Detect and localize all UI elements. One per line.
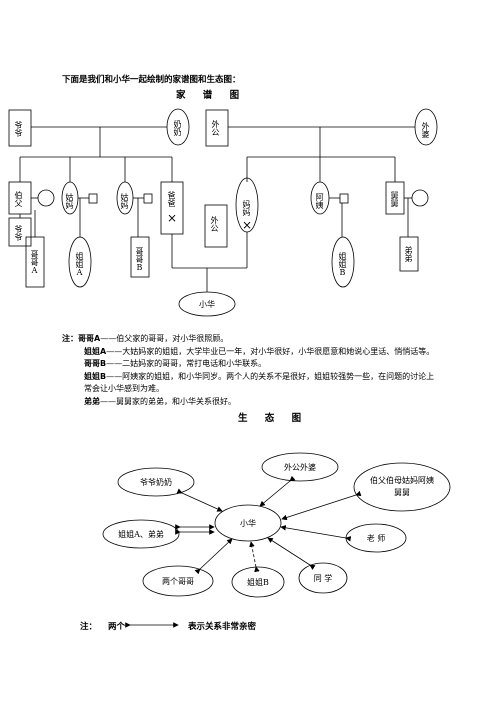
aunt-gu1-husband [88,193,98,204]
note-term: 弟弟 [84,396,100,406]
note-item: 哥哥B——二姑妈家的哥哥，常打电话和小华联系。 [62,358,442,371]
aunt-gu2-husband [143,193,153,204]
grandpa-left-box [8,217,32,247]
ecomap-legend-text: 表示关系非常亲密 [187,622,256,632]
eco-teacher-label: 老 师 [366,534,386,543]
maternal-grandpa-mid-box [204,204,228,248]
eco-maternal-ellipse [261,452,339,482]
xiaohua-ellipse [178,291,236,317]
uncle-bo-spouse [37,189,55,207]
grandma-label: 奶奶 [173,120,182,136]
ecomap-legend-label: 注： [80,622,98,632]
sister-a-label: 姐姐A [75,251,84,277]
cousin-a-box [25,236,45,288]
note-text: ——二姑妈家的哥哥，常打电话和小华联系。 [106,359,267,368]
note-item: 注：哥哥A——伯父家的哥哥，对小华很照顾。 [62,333,442,346]
eco-brothers-ellipse [142,565,214,597]
uncle-bo-label: 伯父 [14,191,23,207]
sister-a-ellipse [68,236,92,288]
aunt-yi-label: 阿姨 [315,193,324,209]
eco-grandparents-ellipse [117,467,195,497]
notes-section: 注：哥哥A——伯父家的哥哥，对小华很照顾。 姐姐A——大姑妈家的姐姐，大学毕业已… [62,333,442,408]
eco-classmates-ellipse [298,562,348,594]
grandpa-left-label: 爷爷 [14,225,23,241]
eco-grandparents-label: 爷爷奶奶 [140,478,172,487]
note-item: 姐姐B——阿姨家的姐姐，和小华同岁。两个人的关系不是很好，姐姐较强势一些，在问题… [62,371,442,396]
mother-label: 妈妈 [242,200,251,216]
grandpa-label: 爷爷 [14,121,23,137]
family-tree-title: 家 谱 图 [176,90,247,101]
note-text: ——阿姨家的姐姐，和小华同岁。两个人的关系不是很好，姐姐较强势一些，在问题的讨论… [84,371,435,394]
aunt-yi-husband [339,193,349,204]
maternal-grandpa-label: 外公 [211,120,220,136]
eco-center-ellipse [214,504,282,542]
note-item: 姐姐A——大姑妈家的姐姐，大学毕业已一年，对小华很好，小华很愿意和她说心里话、悄… [62,346,442,359]
father-deceased-mark: × [166,211,178,225]
note-term: 姐姐B [84,371,107,381]
note-term: 哥哥A [78,334,101,343]
aunt-gu1-label: 姑妈 [65,193,74,209]
cousin-b-box [130,236,150,278]
eco-relatives-ellipse [353,462,451,512]
eco-sisterb-label: 姐姐B [247,578,269,587]
notes-label: 注： [62,334,78,343]
note-item: 弟弟——舅舅家的弟弟，和小华关系很好。 [62,396,442,409]
eco-maternal-label: 外公外婆 [284,463,316,472]
uncle-jiu-wife [411,189,429,207]
eco-relatives-label: 伯父伯母姑妈阿姨舅舅 [370,476,434,497]
note-term: 姐姐A [84,346,107,356]
note-term: 哥哥B [84,359,107,368]
eco-sister-label: 姐姐A、弟弟 [118,530,164,539]
grandpa-box [8,109,32,147]
note-text: ——舅舅家的弟弟，和小华关系很好。 [100,396,236,406]
ecomap-legend-subject: 两个 [107,622,125,632]
sister-b-label: 姐姐B [338,251,347,277]
cousin-b-label: 哥哥B [135,246,144,272]
maternal-grandma-label: 外婆 [421,122,430,138]
father-label: 爸爸 [167,191,176,207]
uncle-jiu-label: 舅舅 [390,191,399,207]
xiaohua-label: 小华 [199,300,215,309]
cousin-a-label: 哥哥A [30,249,39,275]
maternal-grandpa-box [205,109,229,147]
maternal-grandpa-mid-label: 外公 [210,216,219,232]
intro-text: 下面是我们和小华一起绘制的家谱图和生态图： [62,75,241,85]
eco-brothers-label: 两个哥哥 [162,577,194,586]
eco-center-label: 小华 [240,519,256,528]
note-text: ——大姑妈家的姐姐，大学毕业已一年，对小华很好，小华很愿意和她说心里话、悄悄话等… [106,346,435,356]
note-text: ——伯父家的哥哥，对小华很照顾。 [100,334,229,343]
sister-b-ellipse [331,236,355,288]
younger-brother-label: 弟弟 [404,246,413,262]
mother-deceased-mark: × [241,218,253,232]
ecomap-title: 生 态 图 [238,413,309,424]
ecomap-legend: 注： 两个 表示关系非常亲密 [80,620,256,632]
eco-classmates-label: 同 学 [313,574,333,583]
younger-brother-box [399,236,419,272]
aunt-gu2-label: 姑妈 [120,193,129,209]
